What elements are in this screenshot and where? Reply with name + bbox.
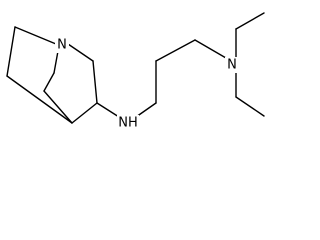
bond-c6-to-c5 <box>6 26 16 77</box>
ring-nitrogen-label: N <box>57 38 67 53</box>
bond-c8-to-c7 <box>43 72 55 92</box>
secondary-amine-label: NH <box>118 116 138 131</box>
tertiary-amine-label: N <box>227 58 237 73</box>
bond-c2-to-c3 <box>92 60 98 104</box>
bond-c5-to-c4 <box>6 75 73 124</box>
bond-ethyl1-ch2-to-ch3 <box>235 12 265 30</box>
bond-c7-to-c4 <box>43 90 73 124</box>
bond-c3-to-c4 <box>71 102 98 124</box>
bond-ethyl2-ch2-to-ch3 <box>235 96 265 117</box>
quinuclidine-cage <box>6 26 98 124</box>
bond-n-to-c6 <box>14 26 57 45</box>
bond-n-to-c8 <box>53 50 59 74</box>
bond-cb-to-cc <box>155 39 196 62</box>
side-chain <box>96 12 265 118</box>
tertiary-amine: N <box>225 57 239 73</box>
molecule-structure: N NH N <box>6 12 265 131</box>
bond-c3-to-nh <box>96 102 120 118</box>
secondary-amine: NH <box>117 115 139 131</box>
bond-nh-to-ca <box>135 102 157 118</box>
bond-n-to-c2 <box>67 43 94 62</box>
bond-cc-to-n <box>194 39 227 59</box>
ring-nitrogen: N <box>55 37 69 53</box>
